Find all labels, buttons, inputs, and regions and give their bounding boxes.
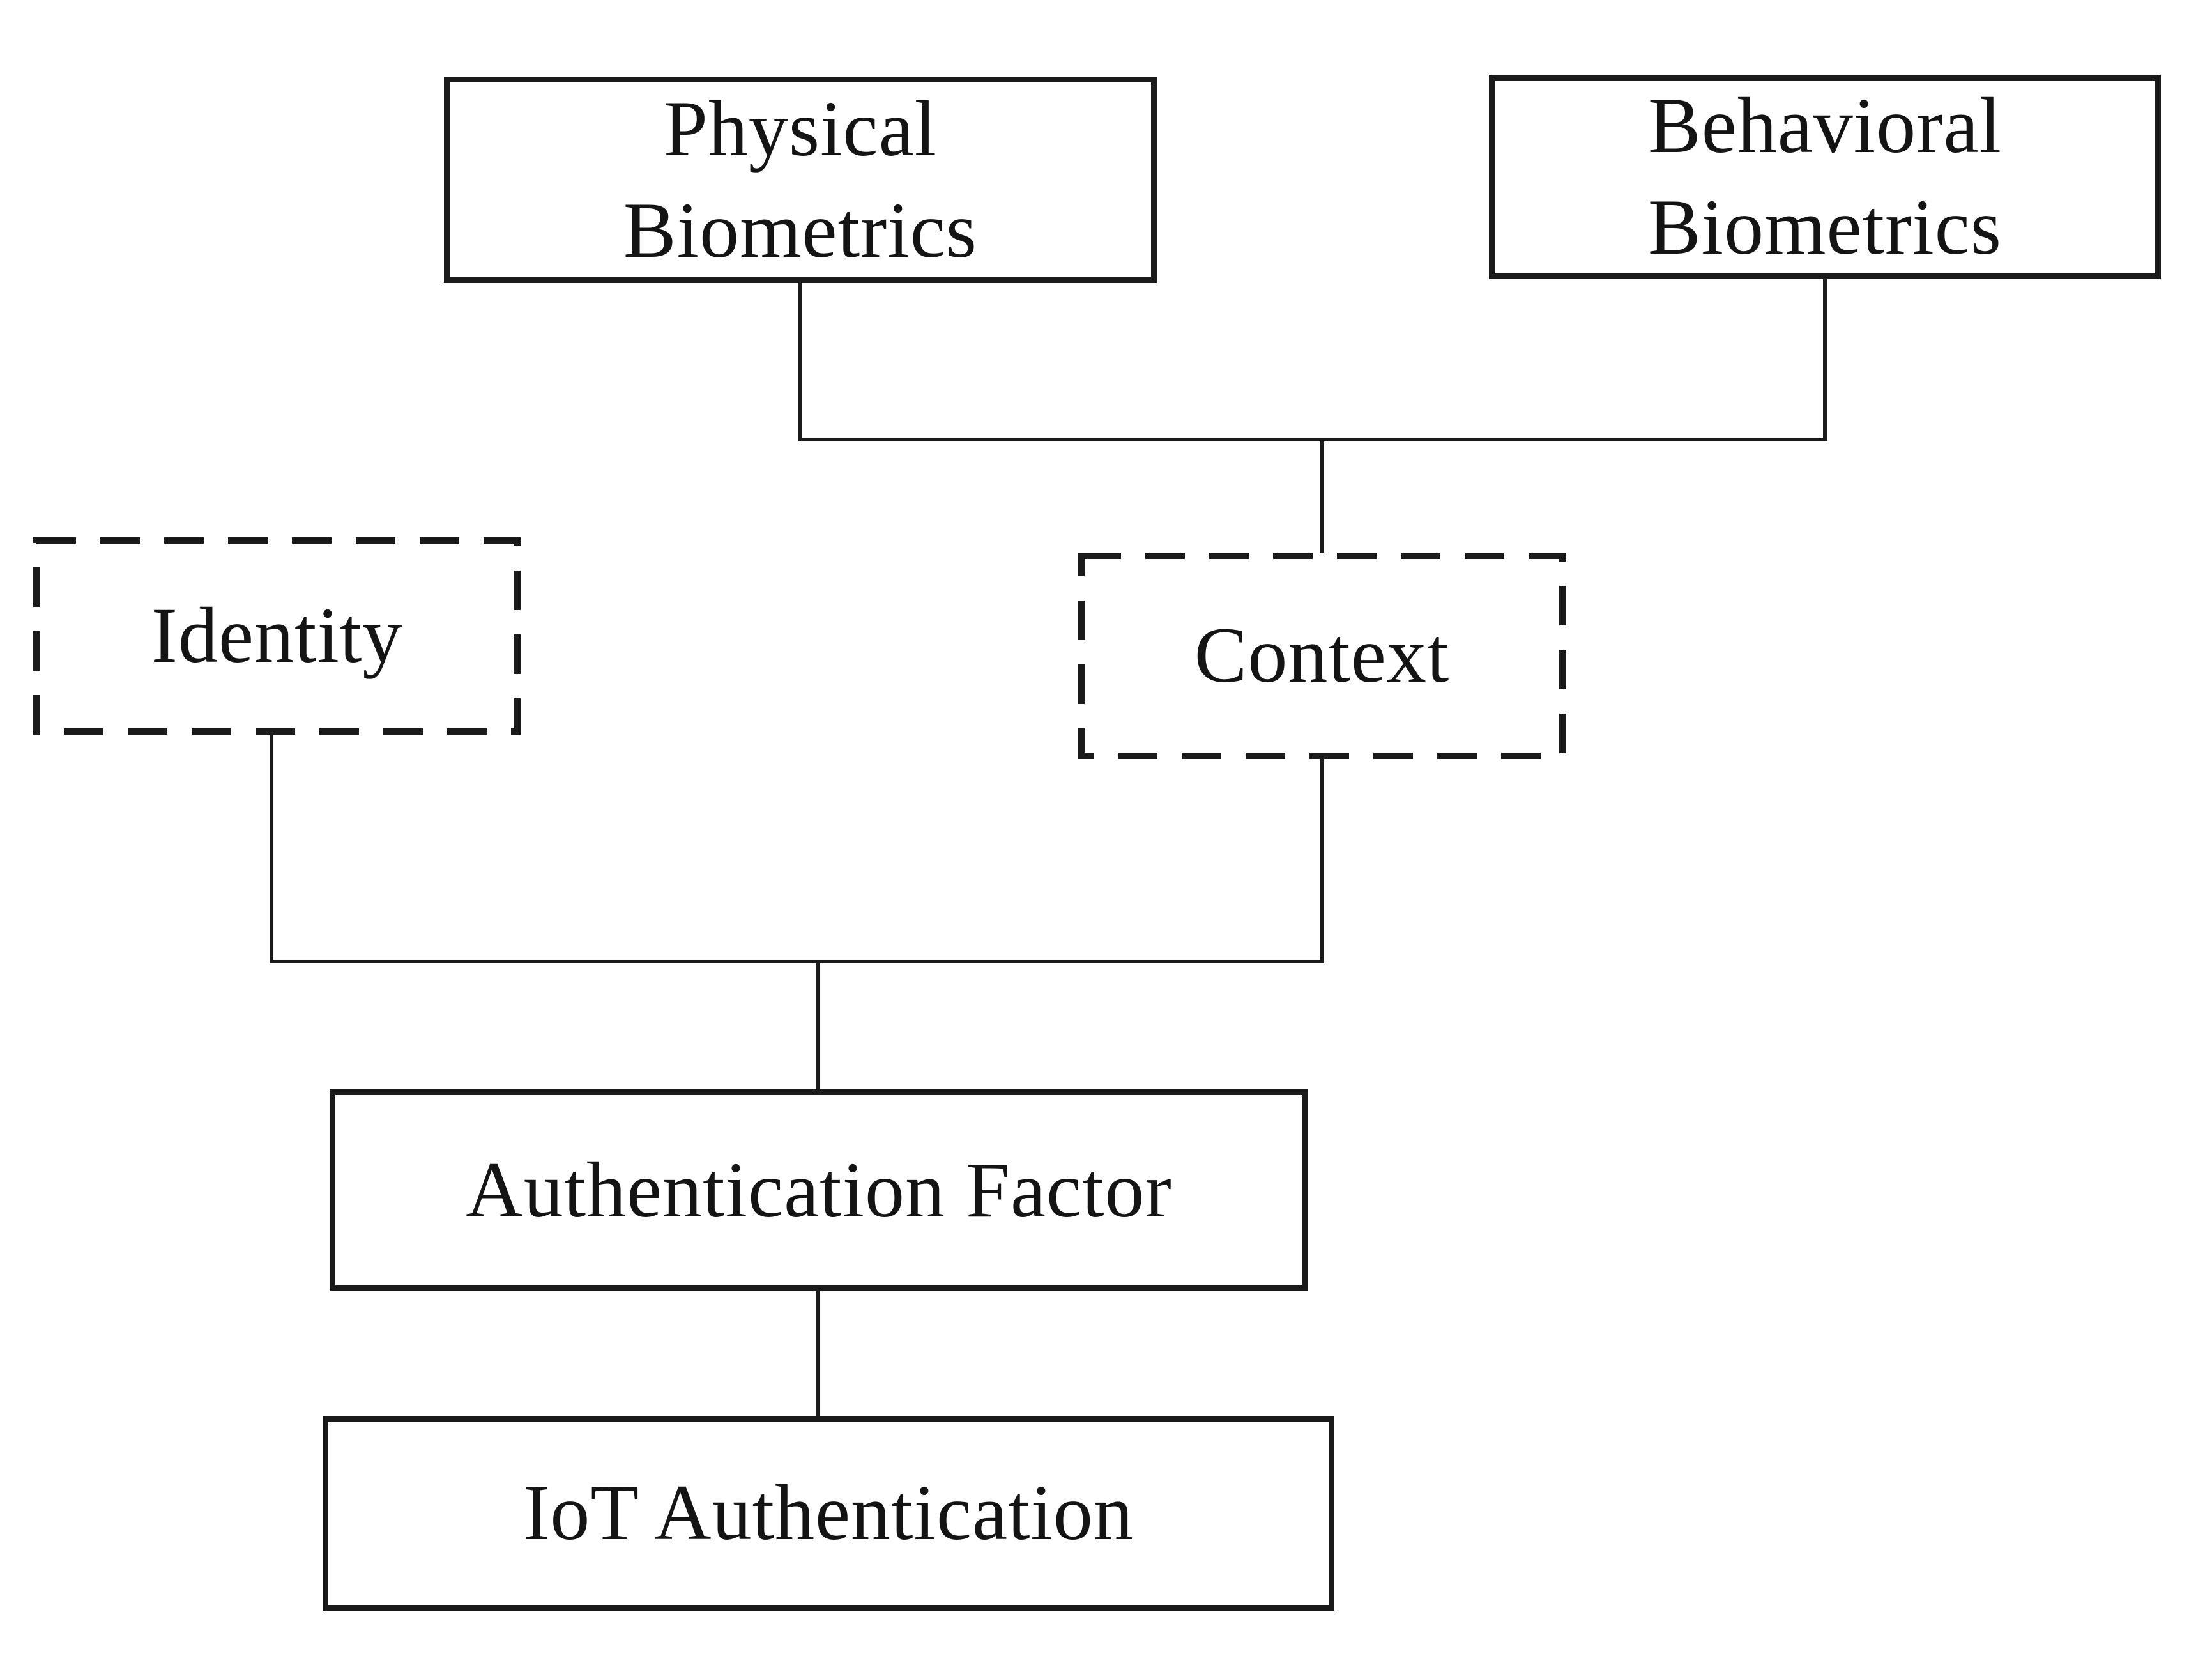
dashed-border <box>33 537 521 735</box>
node-iot-authentication: IoT Authentication <box>323 1416 1334 1611</box>
node-authentication-factor-label: Authentication Factor <box>466 1146 1172 1234</box>
connector-behavioral-biometrics-down <box>1823 279 1827 441</box>
node-context-label: Context <box>1194 611 1450 700</box>
node-physical-biometrics: Physical Biometrics <box>444 77 1157 283</box>
connector-identity-context-merge-bar <box>270 960 1324 963</box>
node-identity: Identity <box>33 537 521 735</box>
node-context: Context <box>1078 553 1566 759</box>
dashed-border <box>1078 553 1566 759</box>
node-behavioral-biometrics: Behavioral Biometrics <box>1489 75 2161 279</box>
connector-biometrics-merge-bar <box>798 438 1827 441</box>
connector-context-down <box>1320 759 1324 963</box>
node-authentication-factor: Authentication Factor <box>330 1089 1308 1291</box>
node-physical-biometrics-label: Physical Biometrics <box>623 84 978 274</box>
node-iot-authentication-label: IoT Authentication <box>523 1469 1134 1557</box>
connector-authentication-factor-to-iot <box>816 1291 820 1416</box>
node-behavioral-biometrics-label: Behavioral Biometrics <box>1647 82 2002 271</box>
node-identity-label: Identity <box>151 592 403 680</box>
connector-merge-to-context <box>1320 441 1324 553</box>
connector-identity-down <box>270 735 273 963</box>
connector-physical-biometrics-down <box>798 283 802 441</box>
connector-merge-to-authentication-factor <box>816 963 820 1089</box>
